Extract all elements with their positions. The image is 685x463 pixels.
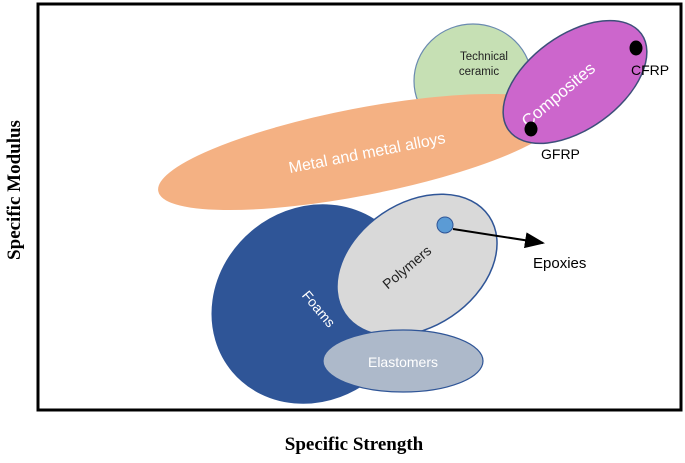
y-axis-title: Specific Modulus (4, 120, 25, 260)
composites-ellipse (502, 19, 648, 145)
metal-alloys-region: Metal and metal alloys (158, 93, 562, 211)
composites-region: Composites (502, 19, 648, 145)
epoxies-point (436, 216, 454, 234)
epoxies-label: Epoxies (533, 255, 586, 272)
elastomers-ellipse (322, 329, 484, 393)
cfrp-label: CFRP (631, 62, 669, 78)
elastomers-label: Elastomers (368, 354, 438, 370)
x-axis-title: Specific Strength (285, 434, 424, 455)
cfrp-point (629, 40, 643, 56)
gfrp-label: GFRP (541, 146, 580, 162)
epoxies-arrow (452, 228, 545, 249)
technical-ceramic-label-line1: Technical (460, 51, 508, 63)
technical-ceramic-label-line2: ceramic (459, 66, 500, 78)
elastomers-region: Elastomers (322, 329, 484, 393)
gfrp-point (524, 121, 538, 137)
